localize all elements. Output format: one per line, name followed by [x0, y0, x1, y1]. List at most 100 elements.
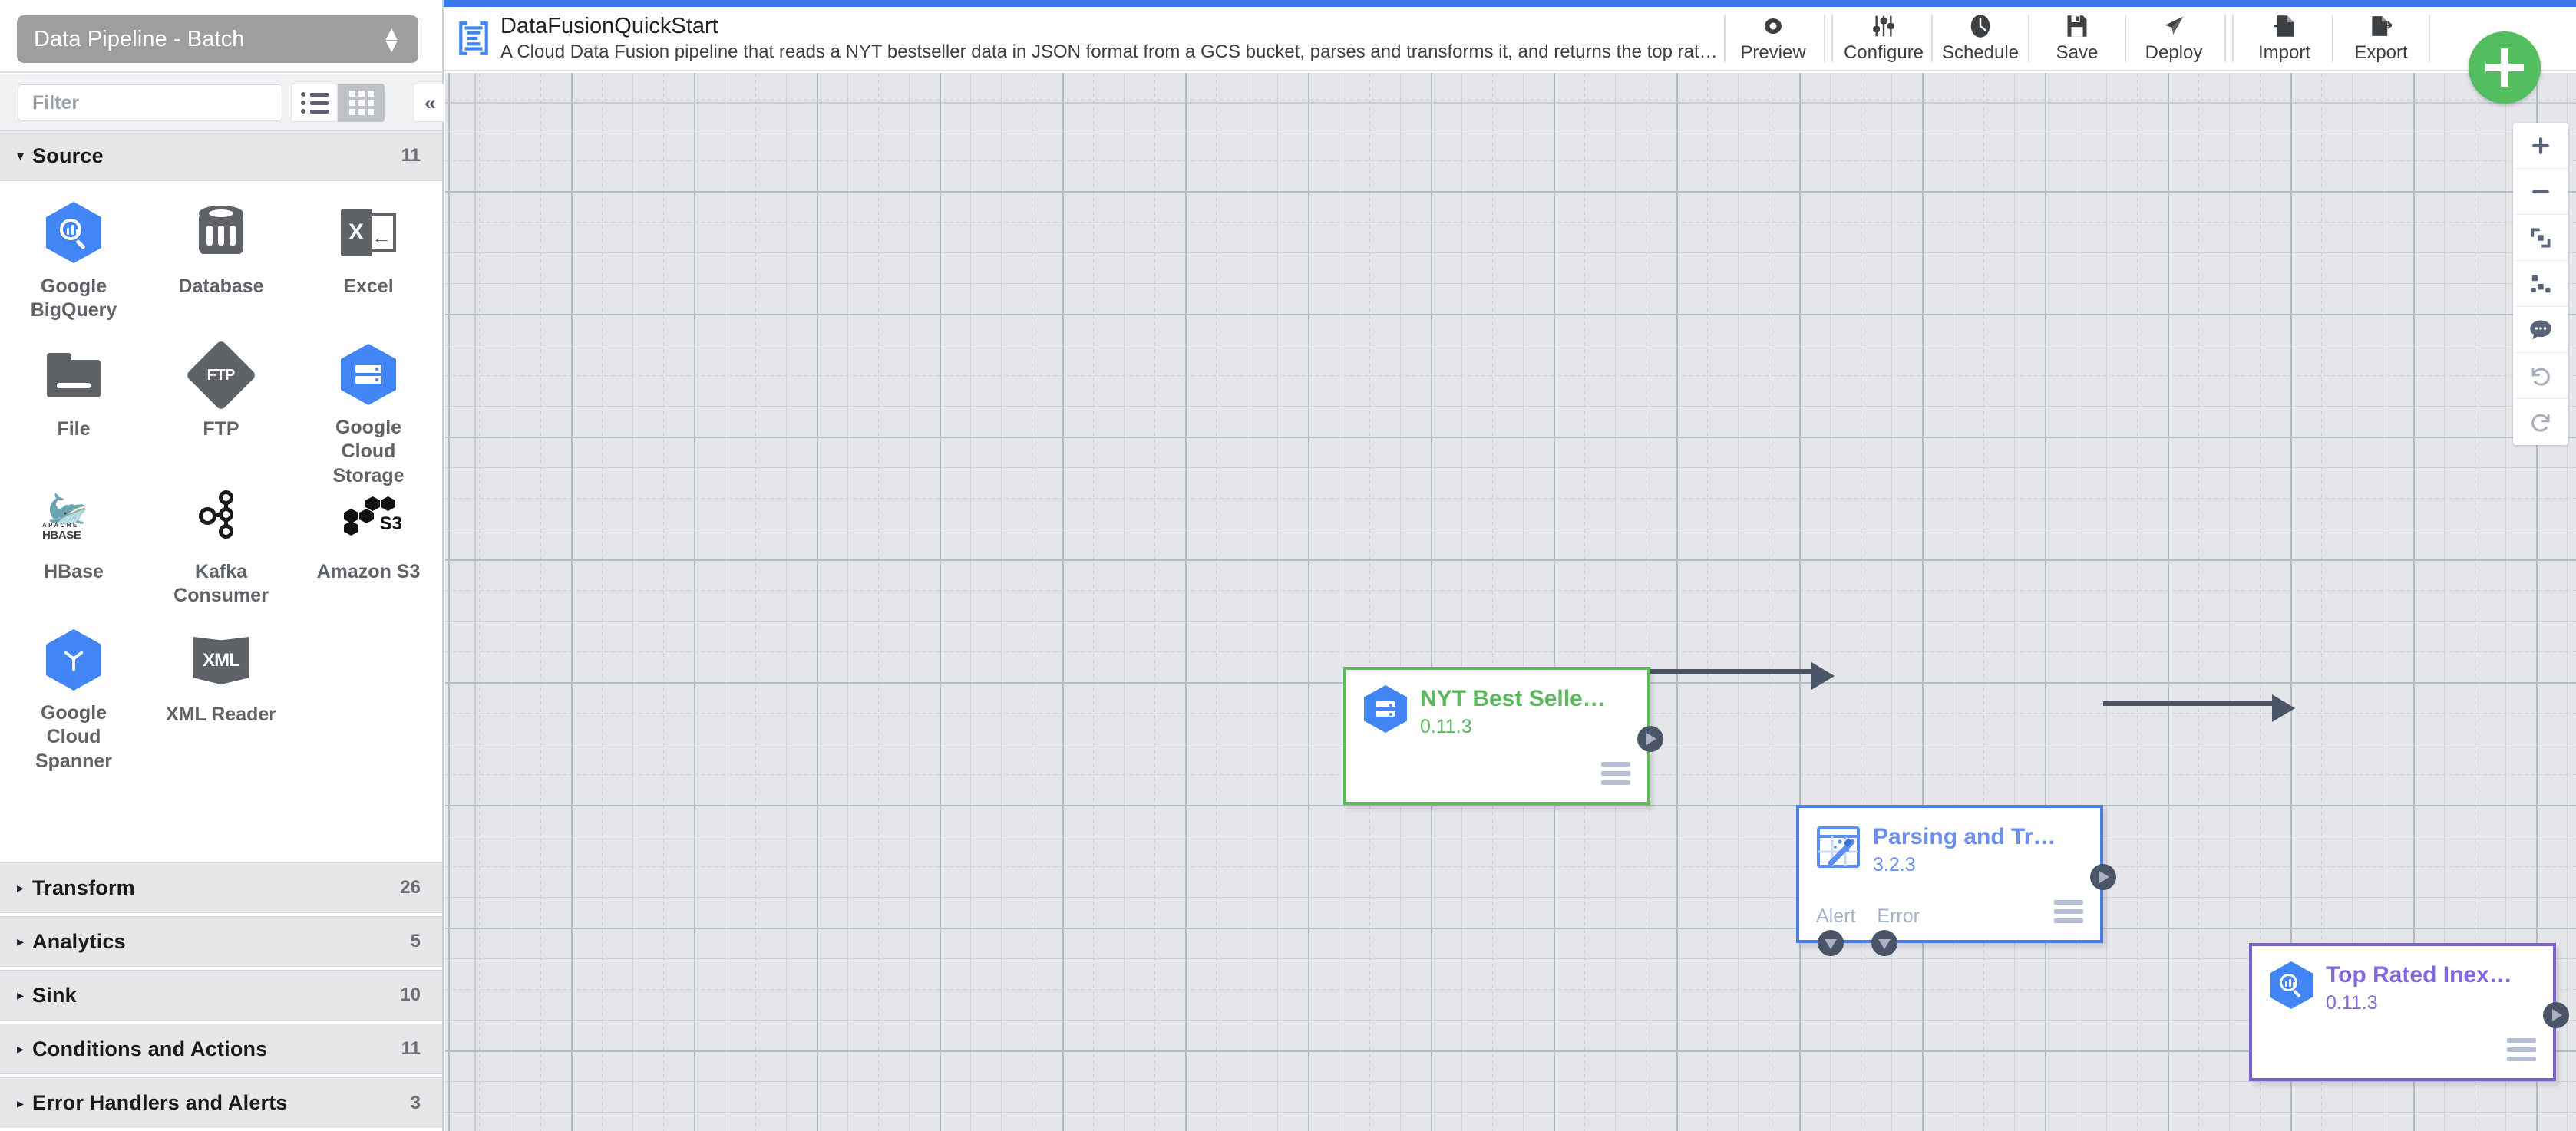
group-count: 26	[400, 877, 421, 898]
schedule-button[interactable]: Schedule	[1933, 7, 2028, 70]
sidebar-group-conditions-and-actions[interactable]: ▸ Conditions and Actions 11	[0, 1024, 442, 1074]
node-version: 3.2.3	[1873, 853, 1916, 875]
google-cloud-storage-icon	[333, 344, 404, 405]
plugin-label: Amazon S3	[316, 561, 421, 582]
undo-button[interactable]	[2513, 353, 2568, 399]
xml-reader-icon: XML	[186, 629, 256, 692]
plugin-sidebar: Data Pipeline - Batch ▲▼ «	[0, 0, 447, 1131]
pipeline-canvas[interactable]: NYT Best Selle… 0.11.3	[445, 73, 2576, 1131]
plus-icon	[2532, 137, 2549, 154]
plugin-google-bigquery[interactable]: Google BigQuery	[0, 201, 147, 344]
undo-icon	[2531, 368, 2550, 386]
plugin-kafka-consumer[interactable]: Kafka Consumer	[147, 486, 295, 629]
node-title: Parsing and Tr…	[1873, 825, 2056, 849]
deploy-button[interactable]: Deploy	[2126, 7, 2221, 70]
zoom-in-button[interactable]	[2513, 123, 2568, 169]
sidebar-group-transform[interactable]: ▸ Transform 26	[0, 862, 442, 913]
sidebar-header: Data Pipeline - Batch ▲▼	[0, 7, 442, 73]
export-document-icon	[2370, 13, 2392, 39]
toolbar-divider	[2332, 15, 2333, 62]
redo-button[interactable]	[2513, 399, 2568, 445]
collapse-sidebar-button[interactable]: «	[413, 84, 447, 122]
database-icon	[186, 201, 256, 264]
sidebar-group-analytics[interactable]: ▸ Analytics 5	[0, 916, 442, 967]
eye-icon	[1760, 13, 1786, 39]
hamburger-menu-icon[interactable]	[1601, 762, 1630, 785]
google-bigquery-icon	[2269, 961, 2313, 1009]
output-port-icon[interactable]	[1637, 726, 1663, 752]
export-button[interactable]: Export	[2333, 7, 2429, 70]
grid-view-toggle[interactable]	[338, 84, 385, 122]
hamburger-menu-icon[interactable]	[2507, 1038, 2536, 1061]
node-port-labels: Alert Error	[1816, 905, 1920, 928]
plugin-google-cloud-spanner[interactable]: Google Cloud Spanner	[0, 629, 147, 772]
list-view-toggle[interactable]	[291, 84, 338, 122]
caret-right-icon: ▸	[17, 1041, 25, 1057]
comments-button[interactable]	[2513, 307, 2568, 353]
plugin-label: XML Reader	[165, 704, 277, 725]
configure-button[interactable]: Configure	[1836, 7, 1931, 70]
pipeline-node-source[interactable]: NYT Best Selle… 0.11.3	[1343, 667, 1663, 805]
page-title: DataFusionQuickStart	[500, 13, 718, 38]
canvas-controls-panel	[2513, 123, 2568, 445]
wrangler-icon	[1816, 825, 1861, 869]
output-port-icon[interactable]	[2090, 864, 2116, 890]
plugin-excel[interactable]: X← Excel	[295, 201, 442, 344]
fit-to-screen-button[interactable]	[2513, 215, 2568, 261]
align-nodes-button[interactable]	[2513, 261, 2568, 307]
plugin-grid: Google BigQuery Database X← Excel File F…	[0, 181, 442, 864]
output-port-icon[interactable]	[2543, 1002, 2569, 1028]
ftp-icon: FTP	[185, 339, 257, 411]
sidebar-group-sink[interactable]: ▸ Sink 10	[0, 970, 442, 1021]
hamburger-menu-icon[interactable]	[2054, 900, 2083, 923]
pipeline-toolbar: DataFusionQuickStart A Cloud Data Fusion…	[444, 7, 2576, 71]
caret-down-icon: ▾	[17, 148, 25, 163]
caret-right-icon: ▸	[17, 988, 25, 1003]
comment-bubble-icon	[2530, 320, 2551, 339]
preview-button[interactable]: Preview	[1726, 7, 1821, 70]
add-plugin-fab[interactable]	[2469, 31, 2541, 104]
sliders-icon	[1871, 13, 1896, 39]
pipeline-node-transform[interactable]: Parsing and Tr… 3.2.3 Alert Error	[1796, 805, 2116, 956]
alert-port-icon[interactable]	[1818, 930, 1844, 956]
connector-line	[1643, 669, 1819, 674]
group-count: 11	[401, 145, 421, 166]
plugin-google-cloud-storage[interactable]: Google Cloud Storage	[295, 344, 442, 486]
plugin-amazon-s3[interactable]: S3 Amazon S3	[295, 486, 442, 629]
error-port-icon[interactable]	[1871, 930, 1897, 956]
filter-input[interactable]	[18, 84, 282, 121]
group-count: 3	[410, 1092, 421, 1113]
node-version: 0.11.3	[2326, 991, 2378, 1014]
pipeline-metadata: DataFusionQuickStart A Cloud Data Fusion…	[444, 7, 1724, 70]
button-label: Configure	[1843, 42, 1924, 63]
group-label: Conditions and Actions	[32, 1037, 268, 1060]
grid-view-icon	[348, 91, 374, 115]
plugin-ftp[interactable]: FTP FTP	[147, 339, 295, 486]
zoom-out-button[interactable]	[2513, 169, 2568, 215]
caret-right-icon: ▸	[17, 1095, 25, 1111]
top-accent-strip	[0, 0, 2576, 7]
sidebar-group-error-handlers-and-alerts[interactable]: ▸ Error Handlers and Alerts 3	[0, 1077, 442, 1128]
plugin-label: Google Cloud Storage	[332, 417, 405, 486]
pipeline-description: A Cloud Data Fusion pipeline that reads …	[500, 42, 1724, 63]
save-button[interactable]: Save	[2029, 7, 2125, 70]
spinner-arrows-icon: ▲▼	[381, 21, 401, 57]
group-label: Analytics	[32, 929, 126, 953]
toolbar-divider	[1824, 15, 1825, 62]
plugin-xml-reader[interactable]: XML XML Reader	[147, 629, 295, 772]
plugin-database[interactable]: Database	[147, 201, 295, 344]
pipeline-type-select[interactable]: Data Pipeline - Batch ▲▼	[17, 15, 418, 63]
pipeline-node-sink[interactable]: Top Rated Inex… 0.11.3	[2249, 943, 2569, 1081]
sidebar-group-source[interactable]: ▾ Source 11	[0, 130, 442, 181]
import-button[interactable]: Import	[2237, 7, 2332, 70]
toolbar-divider	[1931, 15, 1933, 62]
paper-plane-icon	[2162, 13, 2186, 39]
amazon-s3-icon: S3	[333, 486, 404, 549]
google-bigquery-icon	[38, 201, 109, 264]
plugin-file[interactable]: File	[0, 344, 147, 486]
floppy-disk-icon	[2066, 13, 2088, 39]
list-view-icon	[300, 92, 329, 114]
excel-icon: X←	[333, 201, 404, 264]
